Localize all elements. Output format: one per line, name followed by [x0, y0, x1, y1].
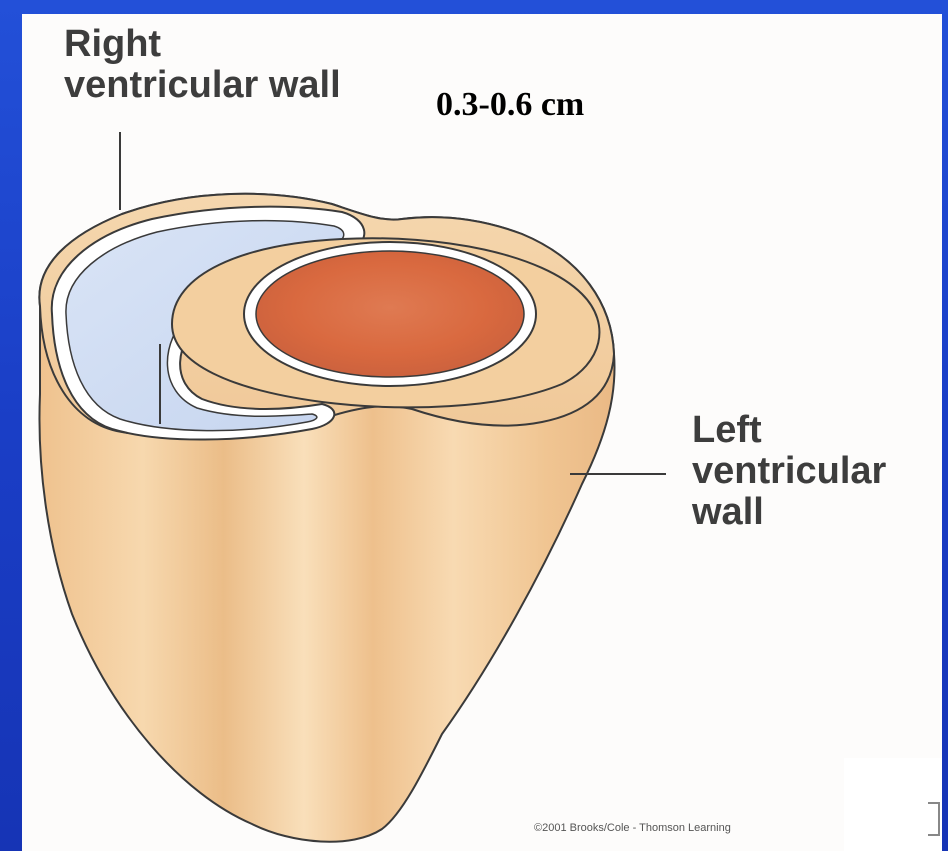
right-label-line2: ventricular wall [64, 65, 341, 106]
figure-panel: Right ventricular wall 0.3-0.6 cm Left v… [22, 14, 942, 851]
left-label-line3: wall [692, 492, 886, 533]
right-ventricular-wall-label: Right ventricular wall [64, 24, 341, 106]
left-ventricle-cavity [256, 251, 524, 377]
edge-bracket-mark [928, 802, 940, 836]
right-label-line1: Right [64, 24, 341, 65]
wall-thickness-measurement: 0.3-0.6 cm [436, 86, 584, 124]
left-ventricular-wall-label: Left ventricular wall [692, 410, 886, 533]
left-label-line1: Left [692, 410, 886, 451]
copyright-credit: ©2001 Brooks/Cole - Thomson Learning [534, 822, 731, 834]
left-label-line2: ventricular [692, 451, 886, 492]
